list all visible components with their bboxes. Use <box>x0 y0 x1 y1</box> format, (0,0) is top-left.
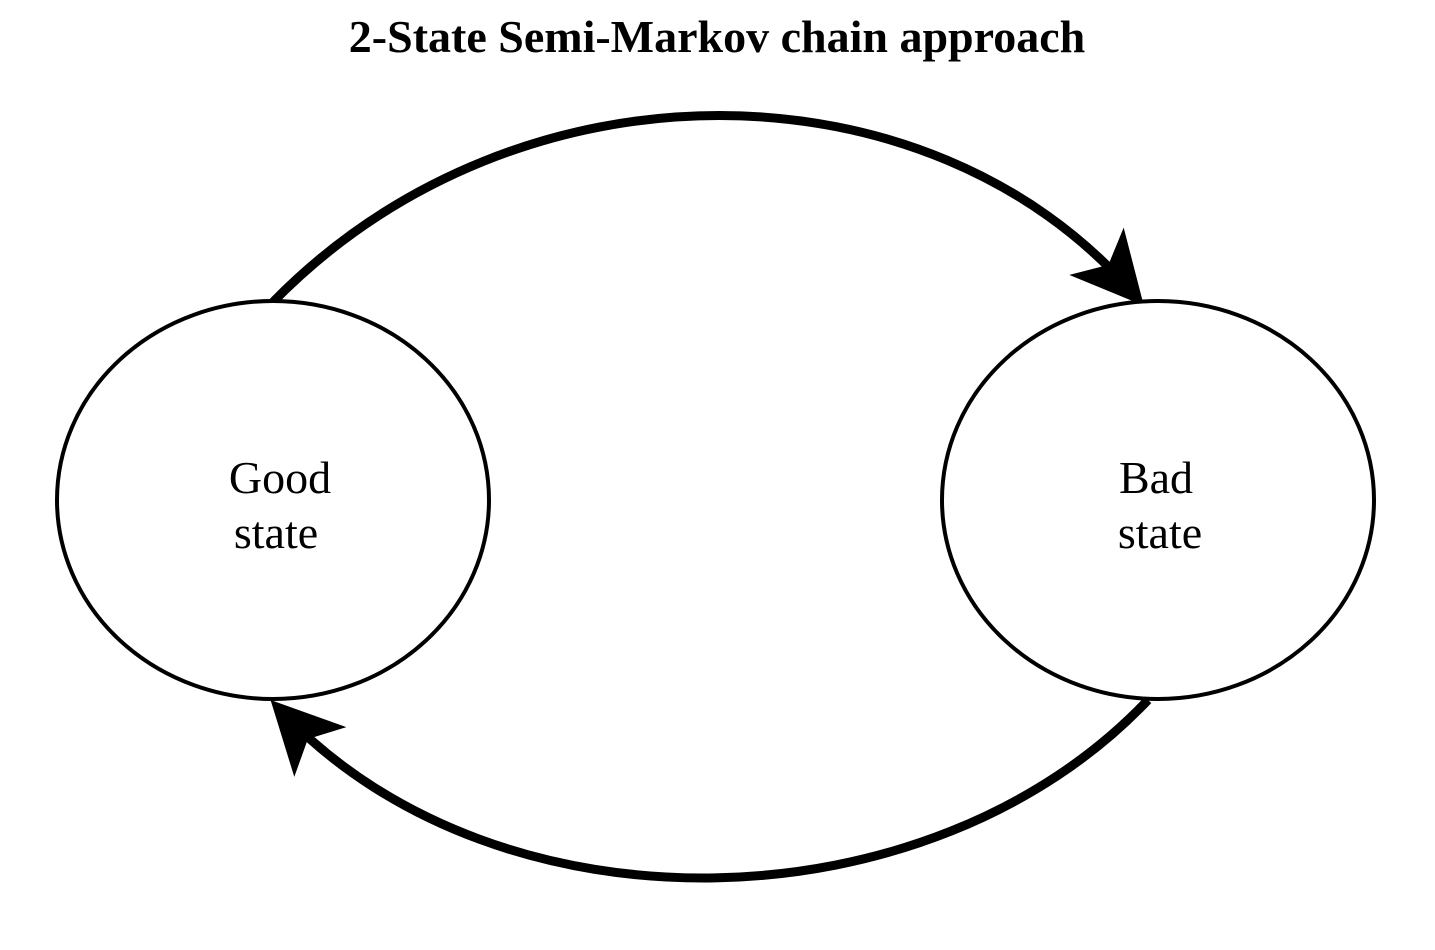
good-state-label-line1: Good <box>229 452 331 503</box>
good-state-label-line2: state <box>234 507 318 558</box>
node-bad-state: Bad state <box>940 299 1376 701</box>
diagram-title: 2-State Semi-Markov chain approach <box>349 11 1085 62</box>
edge-good-to-bad <box>269 111 1144 306</box>
bad-state-circle <box>940 299 1376 701</box>
bad-state-label-line2: state <box>1118 507 1202 558</box>
bad-state-label-line1: Bad <box>1119 452 1193 503</box>
node-good-state: Good state <box>55 299 491 701</box>
edge-bad-to-good <box>270 696 1152 883</box>
good-state-circle <box>55 299 491 701</box>
